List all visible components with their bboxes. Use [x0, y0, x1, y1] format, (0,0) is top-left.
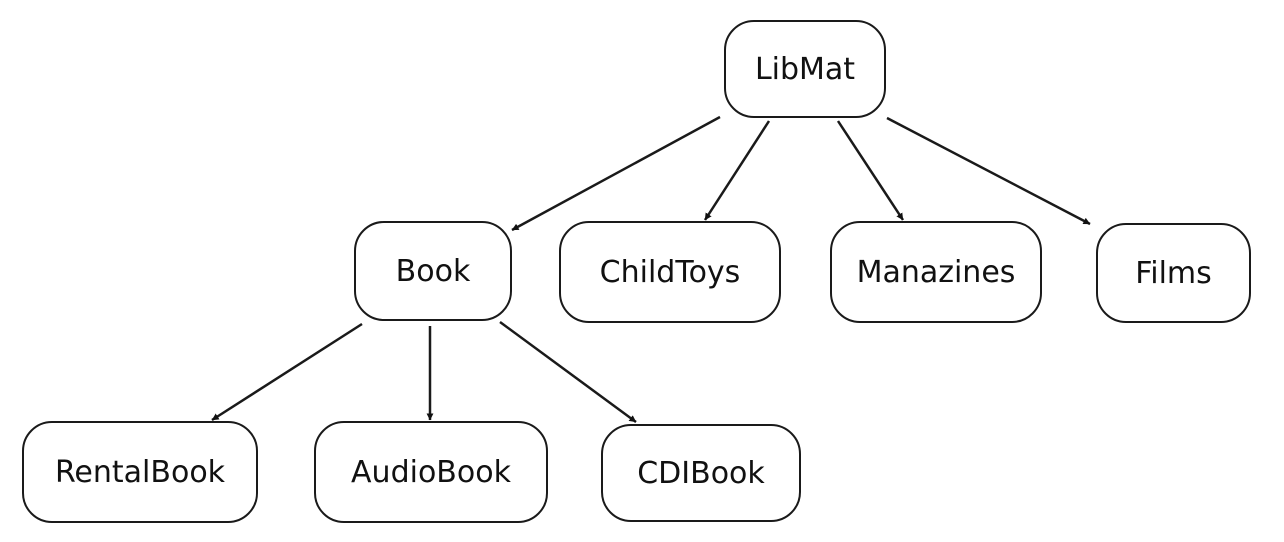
edge-book-to-rentalbook — [211, 322, 363, 422]
node-libmat: LibMat — [724, 20, 886, 118]
node-cdibook: CDIBook — [601, 424, 801, 522]
node-book: Book — [354, 221, 512, 321]
edge-libmat-to-book — [511, 115, 721, 232]
node-rentalbook: RentalBook — [22, 421, 258, 523]
node-manazines: Manazines — [830, 221, 1042, 323]
edge-libmat-to-childtoys — [703, 120, 771, 221]
edge-libmat-to-films — [886, 116, 1091, 226]
node-audiobook: AudioBook — [314, 421, 548, 523]
edge-book-to-cdibook — [499, 320, 637, 424]
node-childtoys: ChildToys — [559, 221, 781, 323]
edge-libmat-to-manazines — [836, 120, 905, 221]
node-films: Films — [1096, 223, 1251, 323]
edges-layer — [211, 115, 1091, 424]
